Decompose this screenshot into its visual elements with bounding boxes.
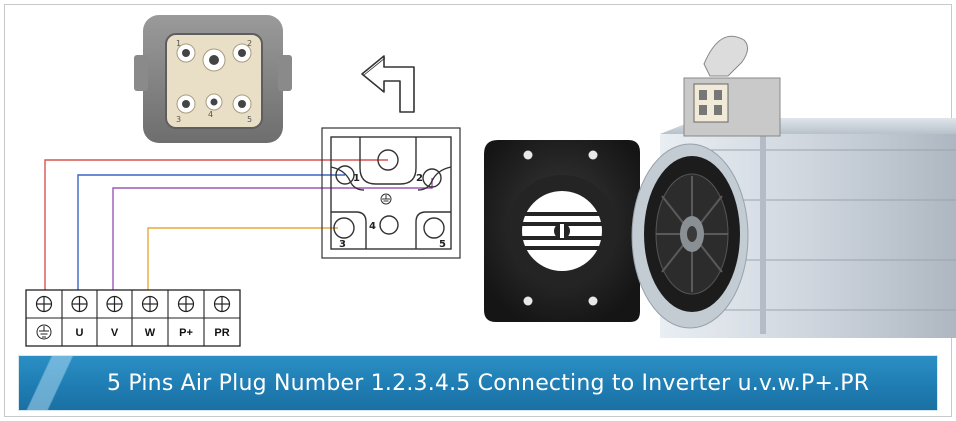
screw-terminal-icon (141, 295, 159, 313)
photo-pin-label-5: 5 (247, 115, 252, 124)
photo-pin-label-1: 1 (176, 39, 181, 48)
terminal-screws (35, 295, 231, 313)
wire-u (77, 174, 345, 290)
bent-arrow-icon (361, 55, 415, 113)
wire-v (112, 178, 433, 290)
screw-terminal-icon (213, 295, 231, 313)
terminal-label-w: W (145, 327, 156, 339)
screw-terminal-icon (177, 295, 195, 313)
screw-terminal-icon (71, 295, 88, 313)
caption-banner: 5 Pins Air Plug Number 1.2.3.4.5 Connect… (18, 355, 938, 411)
banner-caption: 5 Pins Air Plug Number 1.2.3.4.5 Connect… (107, 371, 870, 396)
terminal-label-p-plus: P+ (179, 327, 193, 339)
schematic-pin-label-3: 3 (339, 239, 346, 250)
schematic-pin-label-1: 1 (353, 173, 360, 184)
wires (44, 159, 433, 290)
screw-terminal-icon (35, 295, 53, 313)
terminal-label-u: U (76, 327, 84, 339)
screw-terminal-icon (106, 295, 123, 313)
ground-symbol-icon (36, 324, 52, 340)
air-plug-photo: 1 2 3 4 5 (134, 15, 292, 143)
schematic-pin-label-4: 4 (369, 221, 376, 232)
fan-cover-photo (484, 140, 640, 322)
banner-decorative-stripe (19, 356, 119, 410)
schematic-pin-label-2: 2 (416, 173, 423, 184)
terminal-block (25, 289, 241, 347)
pin-schematic (321, 127, 461, 259)
wire-ground (44, 159, 388, 290)
terminal-label-v: V (111, 327, 119, 339)
photo-pin-label-3: 3 (176, 115, 181, 124)
terminal-label-pr: PR (214, 327, 229, 339)
schematic-ground-symbol-icon (380, 193, 392, 205)
photo-pin-label-4: 4 (208, 110, 213, 119)
spindle-motor-photo (631, 35, 956, 338)
schematic-pin-label-5: 5 (439, 239, 446, 250)
photo-pin-label-2: 2 (247, 39, 252, 48)
wire-w (147, 227, 338, 290)
